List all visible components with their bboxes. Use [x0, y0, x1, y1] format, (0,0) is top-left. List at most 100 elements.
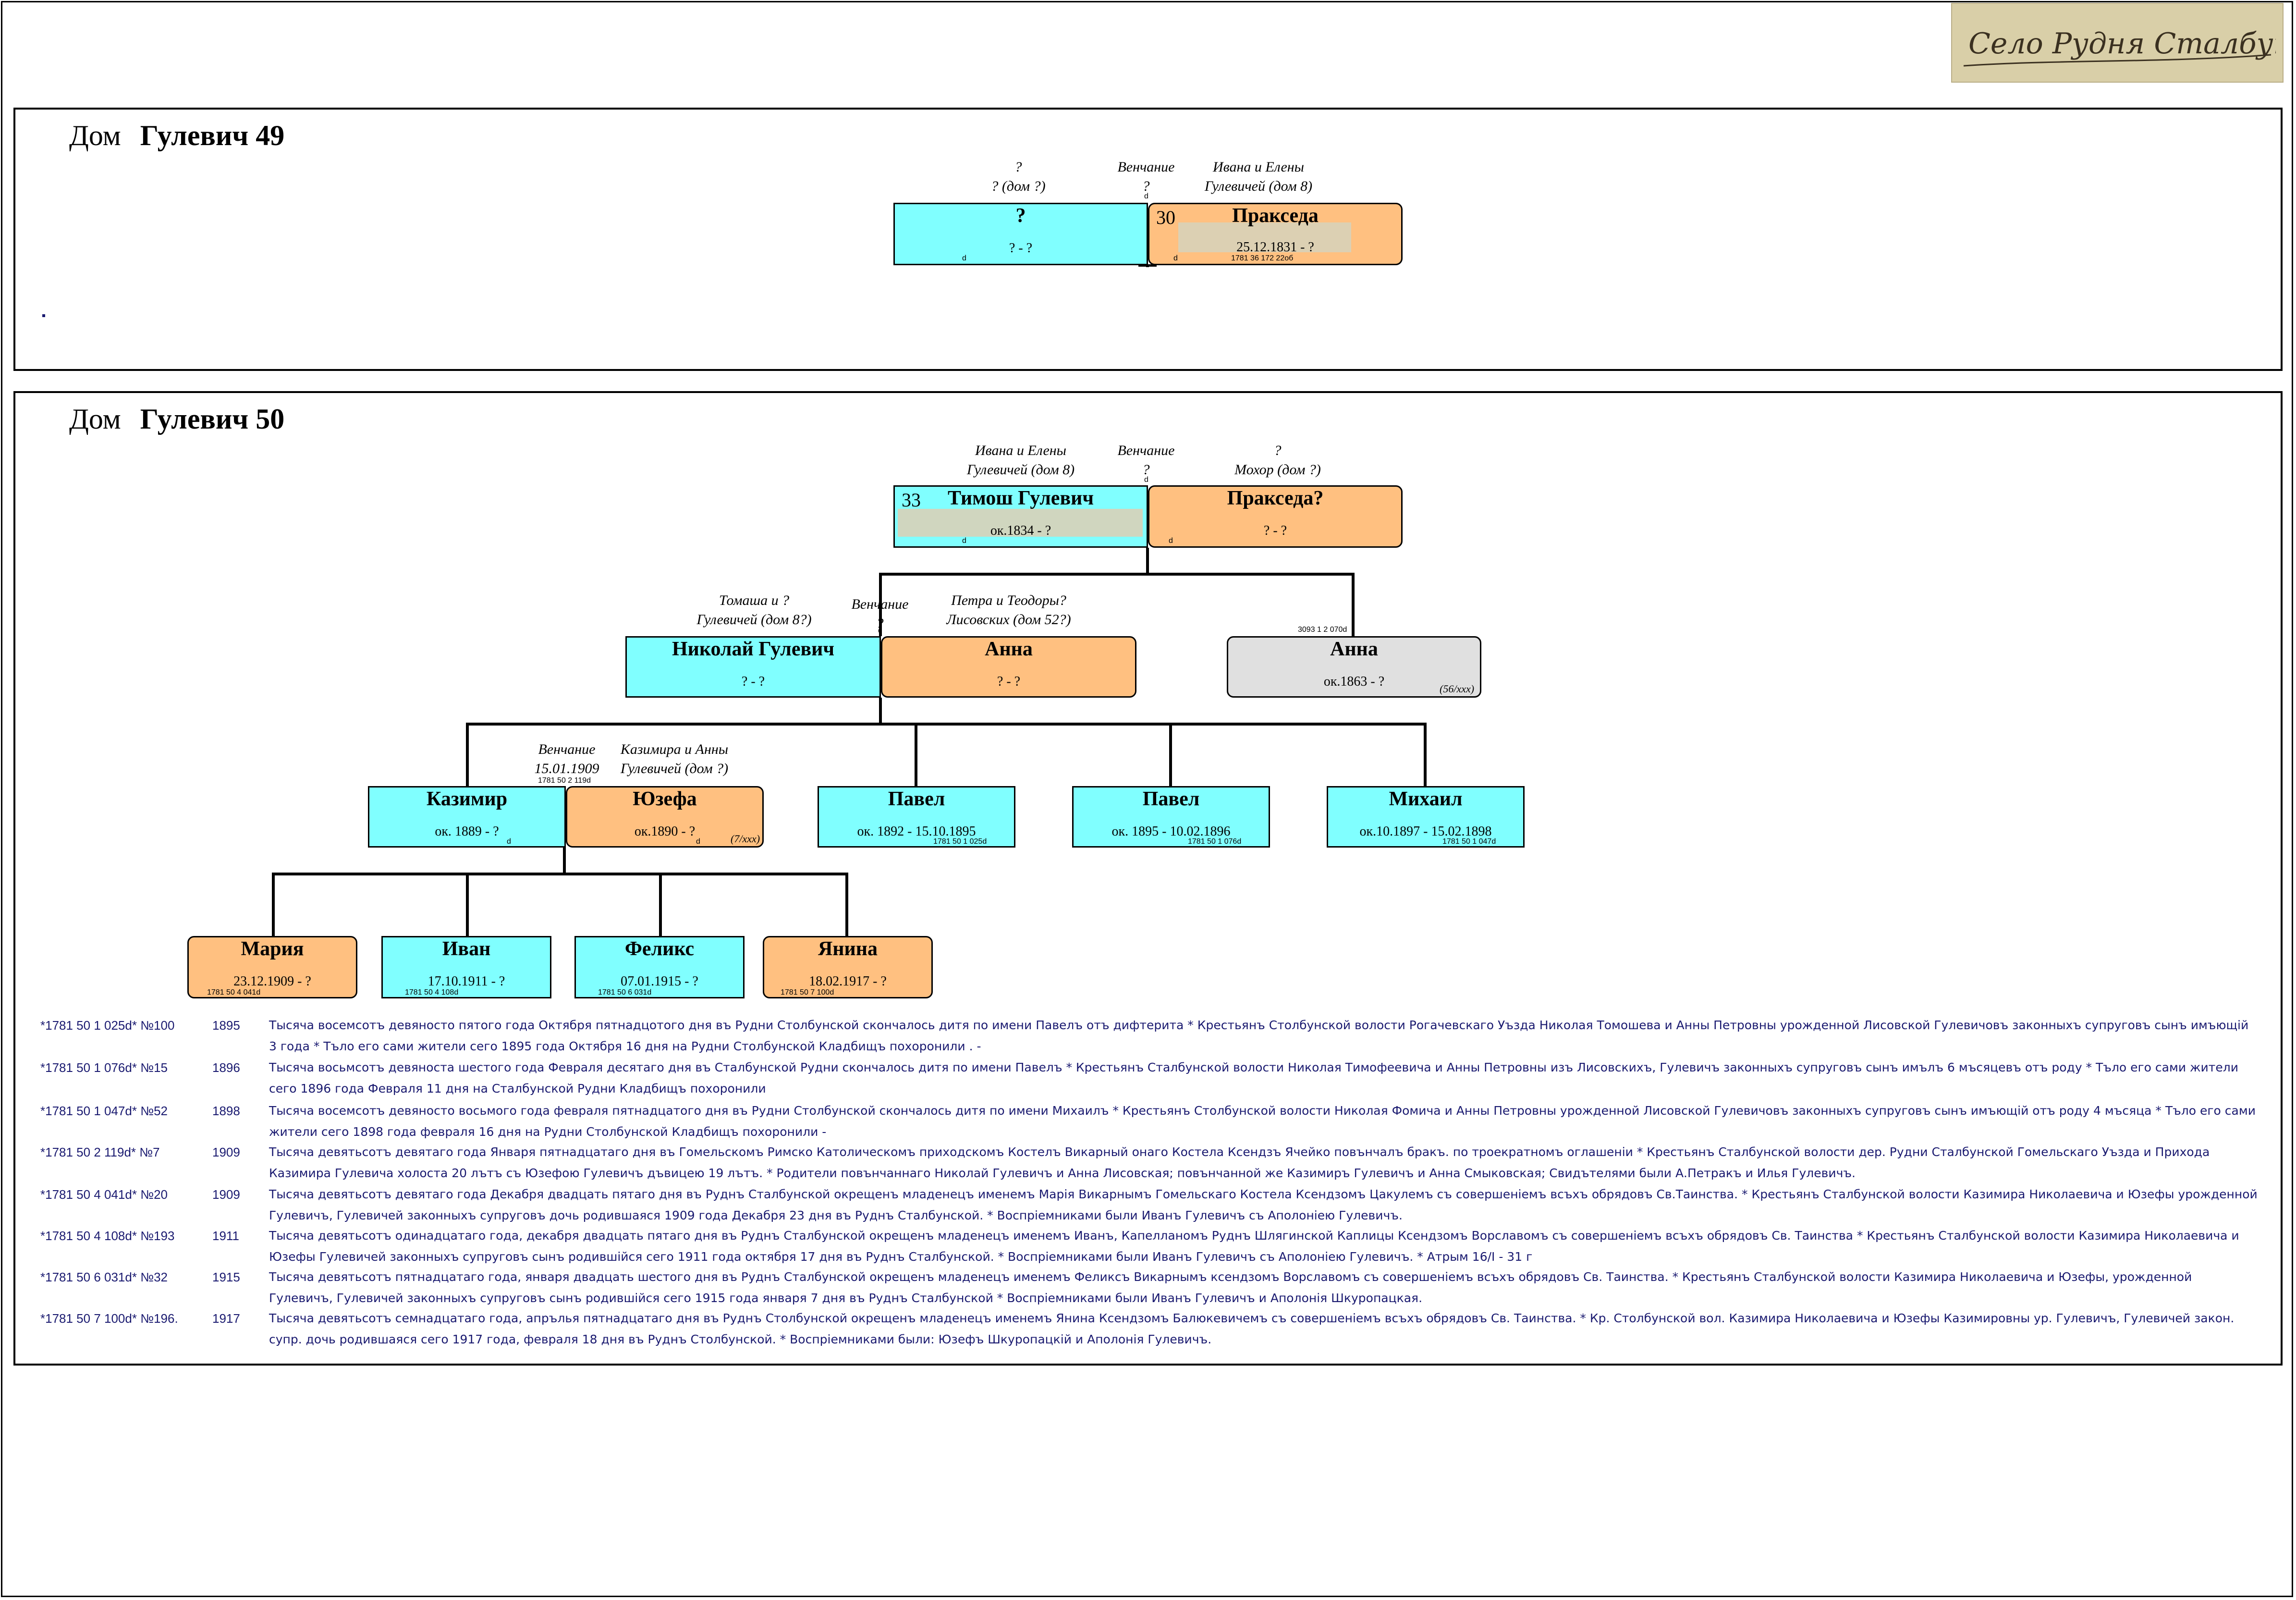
- person-box[interactable]: Феликс 07.01.1915 - ? 1781 50 6 031d: [574, 936, 745, 998]
- h49-wife-parents: Ивана и Елены Гулевичей (дом 8): [1191, 158, 1326, 196]
- note-ref: *1781 50 1 047d* №52: [40, 1104, 168, 1118]
- connector: [466, 873, 469, 936]
- h49-husband-parents: ? ? (дом ?): [951, 158, 1086, 196]
- person-box[interactable]: Мария 23.12.1909 - ? 1781 50 4 041d: [187, 936, 357, 998]
- note-text: Тысяча девятьсотъ семнадцатаго года, апр…: [269, 1311, 2235, 1346]
- person-name: Казимир: [426, 788, 508, 810]
- gen1-wife-parents: ? Мохор (дом ?): [1210, 441, 1345, 480]
- caption-line: Гулевичей (дом ?): [620, 761, 729, 776]
- connector: [879, 573, 882, 636]
- person-number: 33: [902, 489, 921, 511]
- person-dates: ок.1890 - ?: [634, 824, 696, 839]
- house-label: Дом: [69, 120, 121, 151]
- person-box[interactable]: 30 Пракседа 25.12.1831 - ? d 1781 36 172…: [1148, 203, 1403, 265]
- person-number: 30: [1156, 207, 1175, 228]
- connector: [659, 873, 662, 936]
- person-box[interactable]: Иван 17.10.1911 - ? 1781 50 4 108d: [381, 936, 551, 998]
- person-dates: ок. 1895 - 10.02.1896: [1111, 824, 1231, 839]
- person-dates: ок.10.1897 - 15.02.1898: [1359, 824, 1492, 839]
- note-text: Тысяча девятьсотъ девятаго года Декабря …: [269, 1187, 2258, 1222]
- person-box[interactable]: Михаил ок.10.1897 - 15.02.1898 1781 50 1…: [1327, 786, 1525, 848]
- caption-line: ?: [1014, 159, 1022, 175]
- gen1-wedding: Венчание ?: [1108, 441, 1185, 480]
- house-name: Гулевич 50: [140, 403, 285, 435]
- person-box[interactable]: Павел ок. 1892 - 15.10.1895 1781 50 1 02…: [818, 786, 1015, 848]
- bullet-dot: [42, 314, 45, 317]
- connector: [272, 873, 848, 875]
- record-note: *1781 50 1 025d* №100 1895 Тысяча восемс…: [40, 1015, 2259, 1057]
- house-50-title: Дом Гулевич 50: [69, 403, 284, 436]
- signature-image: [898, 509, 1143, 537]
- connector: [1352, 573, 1355, 636]
- gen2-husband-parents: Томаша и ? Гулевичей (дом 8?): [687, 591, 821, 629]
- connector: [466, 723, 469, 786]
- connector: [915, 723, 917, 786]
- person-name: Юзефа: [633, 788, 697, 810]
- person-box[interactable]: Пракседа? ? - ? d: [1148, 485, 1403, 548]
- caption-line: Венчание: [538, 741, 596, 757]
- wedding-ref: d: [1144, 476, 1148, 484]
- connector: [272, 873, 275, 936]
- connector: [1424, 723, 1427, 786]
- note-ref: *1781 50 7 100d* №196.: [40, 1311, 178, 1326]
- person-name: Анна: [985, 638, 1033, 660]
- gen3-wife-parents: Казимира и Анны Гулевичей (дом ?): [607, 740, 742, 778]
- record-ref: 3093 1 2 070d: [1298, 626, 1347, 634]
- handwritten-title-image: Село Рудня Сталбунска: [1963, 27, 2276, 67]
- connector: [845, 873, 848, 936]
- record-ref: 1781 50 1 025d: [933, 837, 987, 846]
- caption-line: Венчание: [851, 596, 909, 612]
- record-ref: 1781 50 7 100d: [781, 988, 834, 997]
- note-ref: *1781 50 1 025d* №100: [40, 1018, 175, 1033]
- signature-image: [1178, 222, 1351, 252]
- gen3-wedding: Венчание 15.01.1909: [519, 740, 615, 778]
- note-ref: *1781 50 2 119d* №7: [40, 1145, 160, 1159]
- house-label: Дом: [69, 403, 121, 435]
- connector: [879, 573, 1355, 576]
- person-dates: 18.02.1917 - ?: [809, 974, 887, 989]
- person-name: Анна: [1330, 638, 1378, 660]
- person-box[interactable]: 33 Тимош Гулевич ок.1834 - ? d: [893, 485, 1148, 548]
- note-ref: *1781 50 6 031d* №32: [40, 1270, 168, 1284]
- gen2-wife-parents: Петра и Теодоры? Лисовских (дом 52?): [937, 591, 1081, 629]
- person-dates: ок.1863 - ?: [1323, 674, 1385, 689]
- caption-line: Гулевичей (дом 8): [1204, 178, 1313, 194]
- person-box[interactable]: Николай Гулевич ? - ?: [625, 636, 881, 698]
- person-name: Николай Гулевич: [672, 638, 835, 660]
- note-ref: *1781 50 1 076d* №15: [40, 1060, 168, 1075]
- note-year: 1915: [212, 1270, 240, 1284]
- gen1-husband-parents: Ивана и Елены Гулевичей (дом 8): [951, 441, 1090, 480]
- connector: [1169, 723, 1172, 786]
- connector: [466, 723, 1427, 726]
- person-name: Павел: [888, 788, 945, 810]
- caption-line: Петра и Теодоры?: [951, 592, 1066, 608]
- caption-line: Венчание: [1117, 159, 1175, 175]
- person-name: Михаил: [1389, 788, 1463, 810]
- person-box[interactable]: Юзефа ок.1890 - ? d (7/xxx): [566, 786, 764, 848]
- person-name: Пракседа: [1232, 205, 1319, 227]
- person-box[interactable]: Павел ок. 1895 - 10.02.1896 1781 50 1 07…: [1072, 786, 1270, 848]
- person-box[interactable]: ? ? - ? d: [893, 203, 1148, 265]
- caption-line: Ивана и Елены: [1212, 159, 1305, 175]
- person-box[interactable]: Анна ? - ?: [881, 636, 1136, 698]
- person-dates: ок. 1892 - 15.10.1895: [857, 824, 976, 839]
- person-dates: 25.12.1831 - ?: [1236, 240, 1314, 255]
- record-note: *1781 50 2 119d* №7 1909 Тысяча девятьсо…: [40, 1142, 2259, 1184]
- person-name: Феликс: [624, 938, 695, 960]
- note-year: 1898: [212, 1104, 240, 1118]
- note-ref: *1781 50 4 041d* №20: [40, 1187, 168, 1202]
- person-box[interactable]: Казимир ок. 1889 - ? d: [368, 786, 566, 848]
- person-box[interactable]: Янина 18.02.1917 - ? 1781 50 7 100d: [763, 936, 933, 998]
- person-box[interactable]: Анна ок.1863 - ? (56/xxx): [1227, 636, 1481, 698]
- person-name: Мария: [241, 938, 304, 960]
- record-ref: 1781 50 4 041d: [207, 988, 261, 997]
- caption-line: 15.01.1909: [534, 761, 599, 776]
- person-name: Павел: [1142, 788, 1200, 810]
- caption-line: Гулевичей (дом 8?): [696, 612, 812, 628]
- note-year: 1896: [212, 1060, 240, 1075]
- caption-line: Мохор (дом ?): [1234, 462, 1321, 478]
- record-note: *1781 50 4 041d* №20 1909 Тысяча девятьс…: [40, 1184, 2259, 1226]
- person-dates: 07.01.1915 - ?: [621, 974, 698, 989]
- person-note: (56/xxx): [1440, 683, 1475, 695]
